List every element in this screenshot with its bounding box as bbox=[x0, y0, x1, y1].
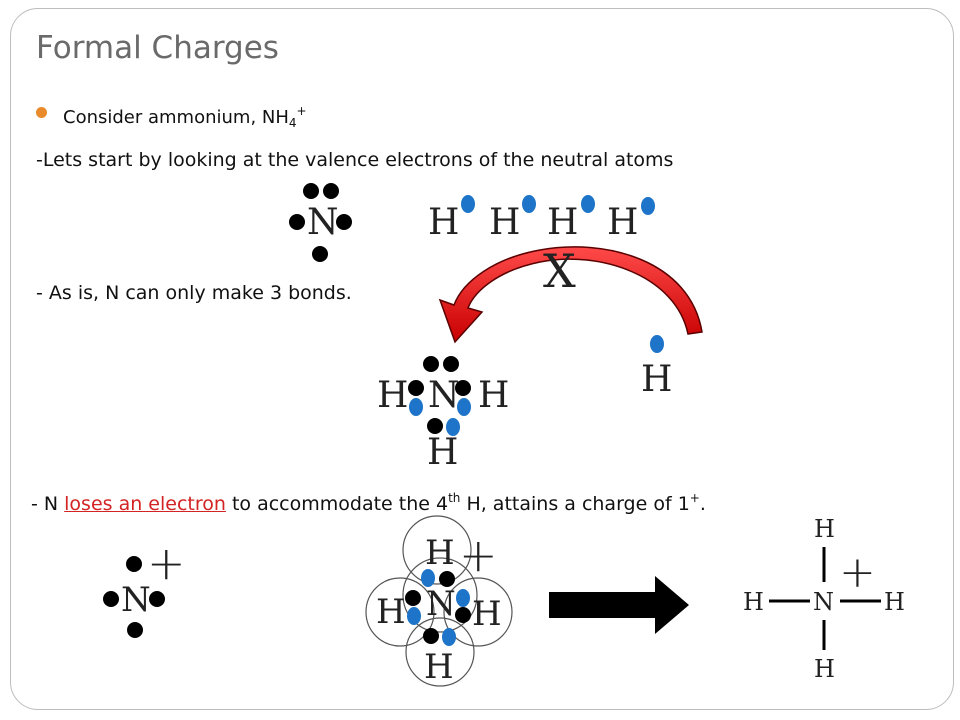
electron-dot bbox=[443, 356, 459, 372]
bullet-text: Consider ammonium, NH4+ bbox=[63, 104, 307, 130]
electron-dot bbox=[149, 591, 165, 607]
electron-dot bbox=[405, 590, 421, 606]
charge-line-sup-plus: + bbox=[689, 491, 700, 505]
atom-symbol-h: H bbox=[641, 359, 673, 400]
electron-dot bbox=[312, 246, 328, 262]
electron-dot bbox=[303, 183, 319, 199]
atom-symbol-h: H bbox=[478, 375, 510, 416]
electron-dot bbox=[456, 589, 470, 607]
bullet-text-main: Consider ammonium, NH bbox=[63, 107, 289, 128]
electron-dot bbox=[421, 569, 435, 587]
atom-symbol-h: H bbox=[814, 515, 835, 543]
positive-charge-icon: + bbox=[147, 536, 186, 590]
atom-symbol-h: H bbox=[489, 202, 521, 243]
atom-symbol-h: H bbox=[743, 588, 764, 616]
slide-title: Formal Charges bbox=[36, 30, 279, 66]
atom-symbol-n: N bbox=[121, 580, 151, 620]
electron-dot bbox=[323, 183, 339, 199]
charge-line-highlight: loses an electron bbox=[64, 493, 226, 515]
positive-charge-icon: + bbox=[459, 528, 498, 582]
electron-dot bbox=[455, 607, 471, 623]
electron-dot bbox=[439, 571, 455, 587]
electron-dot bbox=[581, 195, 595, 213]
electron-dot bbox=[461, 195, 475, 213]
electron-dot bbox=[407, 607, 421, 625]
atom-symbol-h: H bbox=[424, 647, 454, 687]
charge-line-sup-th: th bbox=[448, 491, 461, 505]
electron-dot bbox=[427, 418, 443, 434]
electron-dot bbox=[455, 380, 471, 396]
atom-symbol-n: N bbox=[426, 584, 456, 624]
atom-symbol-h: H bbox=[376, 592, 406, 632]
electron-dot bbox=[423, 356, 439, 372]
electron-dot bbox=[650, 335, 664, 353]
charge-line-end: . bbox=[699, 493, 706, 515]
electron-dot bbox=[522, 195, 536, 213]
atom-symbol-n: N bbox=[813, 588, 834, 616]
atom-symbol-h: H bbox=[425, 533, 455, 573]
electron-dot bbox=[336, 214, 352, 230]
charge-line-middle: to accommodate the 4 bbox=[225, 493, 449, 515]
electron-dot bbox=[446, 418, 460, 436]
electron-dot bbox=[442, 628, 456, 646]
bullet-superscript: + bbox=[296, 104, 307, 118]
atom-symbol-n: N bbox=[307, 202, 339, 243]
cross-mark: X bbox=[543, 244, 576, 298]
atom-symbol-h: H bbox=[427, 432, 459, 473]
electron-dot bbox=[127, 622, 143, 638]
atom-symbol-h: H bbox=[472, 594, 502, 634]
intro-line: -Lets start by looking at the valence el… bbox=[36, 149, 674, 171]
electron-dot bbox=[641, 197, 655, 215]
atom-symbol-h: H bbox=[547, 202, 579, 243]
electron-dot bbox=[423, 628, 439, 644]
bullet-subscript: 4 bbox=[288, 116, 297, 130]
electron-dot bbox=[457, 398, 471, 416]
charge-line: - N loses an electron to accommodate the… bbox=[31, 491, 706, 515]
atom-symbol-h: H bbox=[428, 202, 460, 243]
atom-symbol-n: N bbox=[428, 375, 460, 416]
electron-dot bbox=[126, 556, 142, 572]
electron-dot bbox=[289, 214, 305, 230]
atom-symbol-h: H bbox=[607, 202, 639, 243]
bonds-line: - As is, N can only make 3 bonds. bbox=[36, 282, 352, 304]
atom-symbol-h: H bbox=[814, 655, 835, 683]
atom-symbol-h: H bbox=[884, 588, 905, 616]
electron-dot bbox=[408, 380, 424, 396]
electron-dot bbox=[103, 591, 119, 607]
positive-charge-icon: + bbox=[839, 547, 876, 598]
electron-dot bbox=[409, 398, 423, 416]
charge-line-prefix: - N bbox=[31, 493, 65, 515]
atom-symbol-h: H bbox=[377, 375, 409, 416]
charge-line-after: H, attains a charge of 1 bbox=[460, 493, 690, 515]
bullet-dot-icon bbox=[36, 107, 47, 118]
slide-frame bbox=[10, 8, 954, 710]
